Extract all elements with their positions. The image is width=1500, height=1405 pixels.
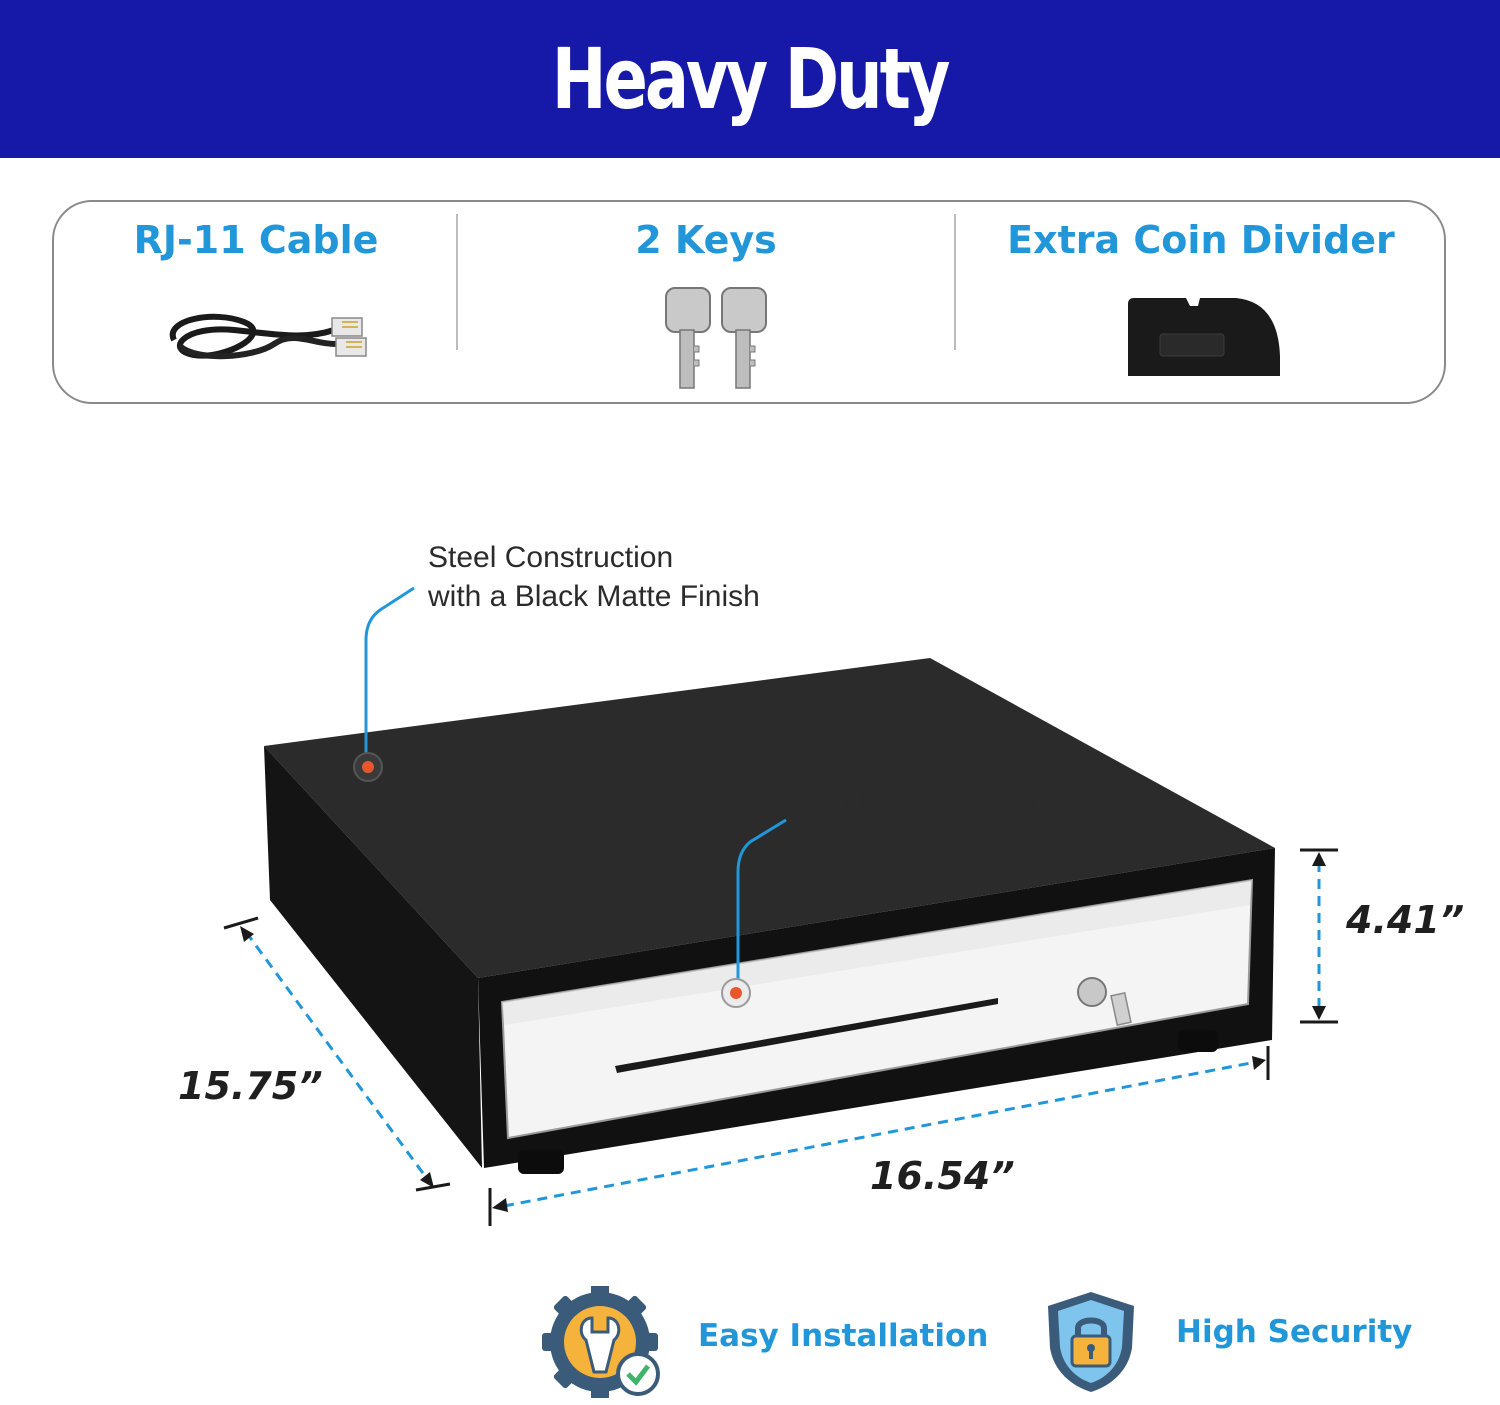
drawer-top <box>264 658 1275 978</box>
drawer-foot <box>1178 1030 1218 1052</box>
lock-icon <box>1077 977 1132 1027</box>
drawer-side <box>264 746 482 1168</box>
width-dimension-label: 16.54” <box>870 1154 1015 1198</box>
annotation-stainless-front: Stainless Steel Drawer Front <box>784 744 1036 822</box>
divider <box>456 214 458 350</box>
annotation-steel-construction: Steel Construction with a Black Matte Fi… <box>428 538 760 616</box>
annotation-line: Steel Drawer Front <box>784 786 1036 819</box>
cash-drawer-illustration <box>223 586 1338 1226</box>
depth-dimension-label: 15.75” <box>178 1064 323 1108</box>
accessory-cable: RJ-11 Cable <box>54 202 458 402</box>
feature-label-high-security: High Security <box>1176 1314 1413 1350</box>
depth-dimension-line <box>244 931 430 1181</box>
callout-line <box>736 818 787 986</box>
drawer-foot <box>518 1150 564 1174</box>
accessory-label: Extra Coin Divider <box>1007 218 1395 262</box>
feature-label-easy-installation: Easy Installation <box>698 1318 989 1354</box>
divider <box>954 214 956 350</box>
width-dimension-line <box>503 1060 1257 1208</box>
annotation-line: Stainless <box>784 747 906 780</box>
gear-wrench-icon <box>542 1286 666 1398</box>
coin-divider-icon <box>1126 296 1282 378</box>
annotation-line: with a Black Matte Finish <box>428 580 760 613</box>
accessory-keys: 2 Keys <box>458 202 954 402</box>
drawer-slot <box>615 998 998 1073</box>
callout-line <box>364 586 415 760</box>
accessory-label: 2 Keys <box>635 218 777 262</box>
accessory-label: RJ-11 Cable <box>133 218 379 262</box>
height-dimension-label: 4.41” <box>1346 898 1465 942</box>
accessory-coin-divider: Extra Coin Divider <box>956 202 1446 402</box>
shield-lock-icon <box>1044 1290 1138 1394</box>
keys-icon <box>664 286 774 390</box>
rj11-cable-icon <box>154 300 374 370</box>
header-banner: Heavy Duty <box>0 0 1500 158</box>
accessories-panel: RJ-11 Cable 2 Keys Extra Co <box>52 200 1446 404</box>
annotation-line: Steel Construction <box>428 541 674 574</box>
page-title: Heavy Duty <box>552 30 951 128</box>
